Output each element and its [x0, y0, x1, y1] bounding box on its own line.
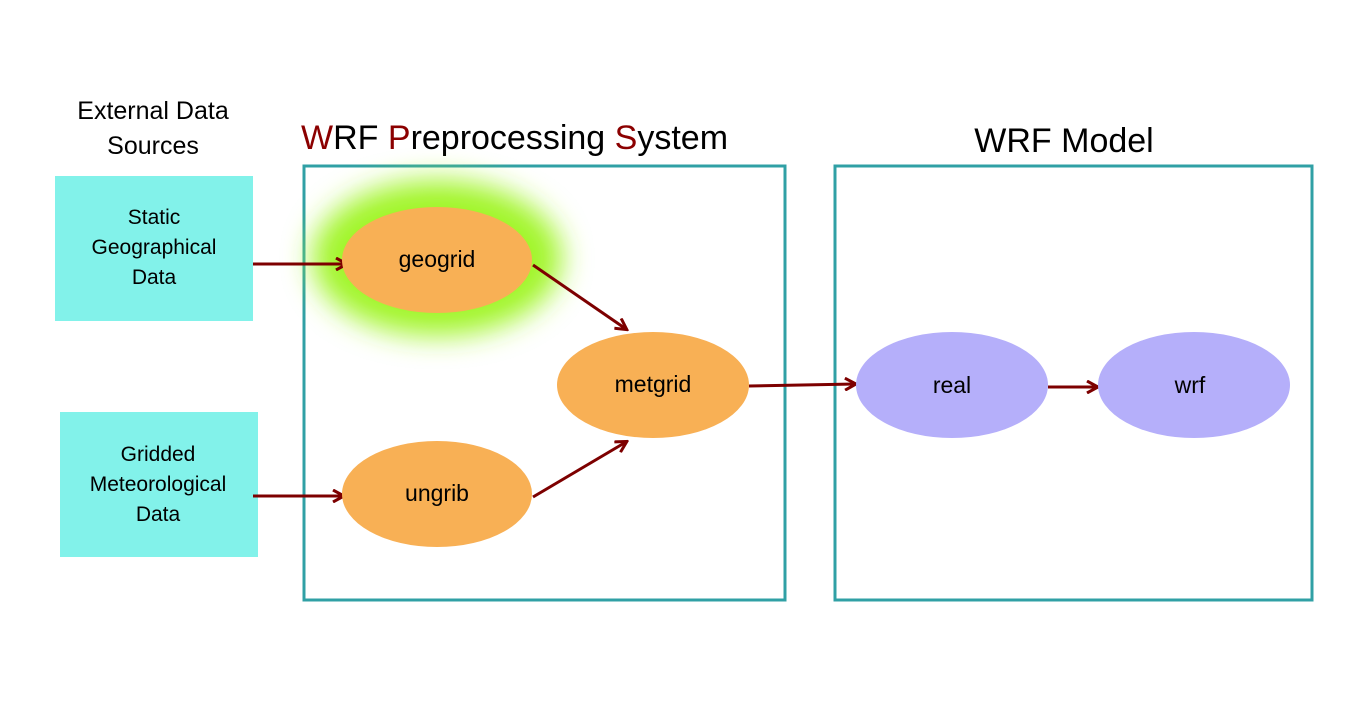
wps-title-part: S — [615, 119, 638, 157]
static-geographical-data-box — [55, 176, 253, 321]
metgrid-node[interactable] — [557, 332, 749, 438]
ungrib-node[interactable] — [342, 441, 532, 547]
real-label: real — [933, 372, 971, 398]
gridded-box-line3: Data — [136, 503, 181, 526]
wps-title-part: ystem — [637, 119, 728, 157]
arrow-ungrib-to-metgrid — [532, 442, 626, 499]
external-sources-title-line2: Sources — [107, 132, 199, 160]
geogrid-label: geogrid — [399, 246, 476, 272]
wps-title-part: W — [301, 119, 333, 157]
external-sources-title-line1: External Data — [77, 97, 229, 125]
wrf-label: wrf — [1174, 372, 1206, 398]
geogrid-node[interactable] — [342, 207, 532, 313]
wps-title-part: P — [388, 119, 411, 157]
static-box-line1: Static — [128, 206, 181, 229]
wrf-model-title: WRF Model — [974, 122, 1153, 160]
arrow-metgrid-to-real — [748, 384, 855, 386]
gridded-box-line2: Meteorological — [90, 473, 227, 496]
metgrid-label: metgrid — [615, 371, 692, 397]
static-box-line3: Data — [132, 266, 177, 289]
wrf-node[interactable] — [1098, 332, 1290, 438]
wps-title-part: RF — [333, 119, 388, 157]
real-node[interactable] — [856, 332, 1048, 438]
wps-title-part: reprocessing — [411, 119, 615, 157]
arrow-geogrid-to-metgrid — [532, 263, 626, 329]
gridded-meteorological-data-box — [60, 412, 258, 557]
ungrib-label: ungrib — [405, 480, 469, 506]
wps-container — [302, 164, 787, 602]
gridded-box-line1: Gridded — [121, 443, 196, 466]
wps-title: WRF Preprocessing System — [301, 119, 728, 157]
static-box-line2: Geographical — [92, 236, 217, 259]
